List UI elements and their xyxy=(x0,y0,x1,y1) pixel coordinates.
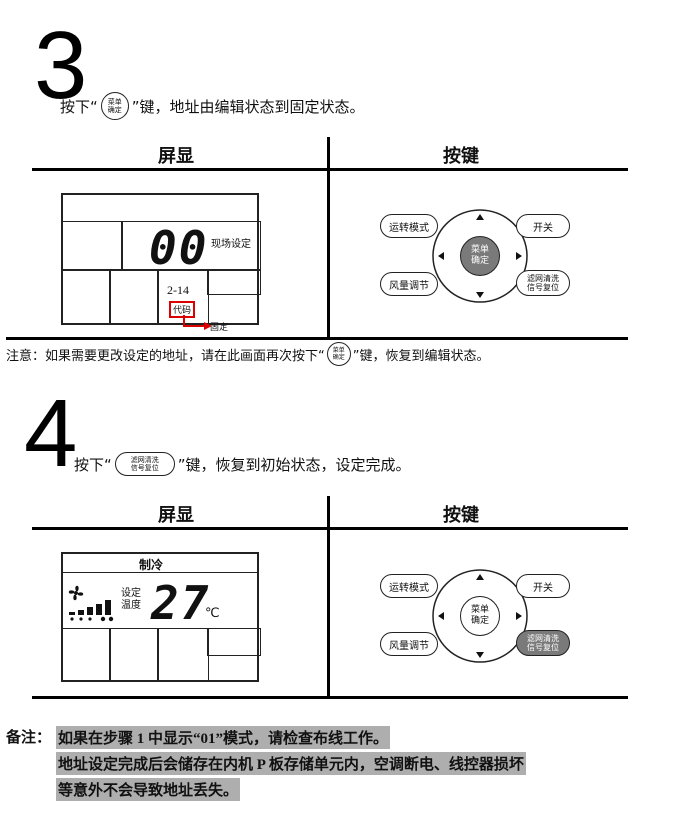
lcd-set-temp-label: 设定 温度 xyxy=(121,588,141,612)
table-divider xyxy=(32,168,628,171)
table-divider xyxy=(327,496,330,699)
lcd-set-line2: 温度 xyxy=(121,600,141,611)
filter-reset-line2: 信号复位 xyxy=(527,643,559,652)
filter-reset-line1: 滤网清洗 xyxy=(527,274,559,283)
arrow-icon xyxy=(183,315,212,330)
lcd-set-line1: 设定 xyxy=(121,588,141,599)
inline-button-line1: 菜单 xyxy=(107,98,122,106)
lcd-cell xyxy=(207,269,261,295)
lcd-code-value: 2-14 xyxy=(167,283,189,297)
menu-line1: 菜单 xyxy=(470,245,489,255)
step-4-display-header: 屏显 xyxy=(158,505,194,526)
filter-reset-line2: 信号复位 xyxy=(527,283,559,292)
lcd-temperature: 27 xyxy=(151,576,211,630)
menu-line2: 确定 xyxy=(470,616,489,626)
step-3-number: 3 xyxy=(34,12,88,119)
inline-button-line2: 信号复位 xyxy=(130,464,159,472)
lcd-cell xyxy=(109,628,159,682)
fan-speed-button[interactable]: 风量调节 xyxy=(380,272,438,296)
lcd-cell xyxy=(109,269,159,325)
menu-line1: 菜单 xyxy=(470,605,489,615)
lcd-field-label: 现场设定 xyxy=(211,239,251,250)
lcd-cell xyxy=(207,628,261,656)
mode-button[interactable]: 运转模式 xyxy=(380,214,438,238)
table-divider xyxy=(6,337,628,340)
fan-speed-button[interactable]: 风量调节 xyxy=(380,632,438,656)
lcd-display-step4: 制冷 设定 温度 27 ℃ xyxy=(61,552,261,682)
lcd-display-step3: 00 现场设定 2-14 代码 xyxy=(61,193,261,325)
fan-icon xyxy=(68,585,84,601)
filter-reset-button[interactable]: 滤网清洗 信号复位 xyxy=(516,270,570,296)
lcd-cell xyxy=(61,269,111,325)
fan-speed-bars-icon xyxy=(69,600,114,622)
step-3-note: 注意：如果需要更改设定的地址，请在此画面再次按下“ 菜单 确定 ”键，恢复到编辑… xyxy=(6,342,490,366)
lcd-code-label: 代码 xyxy=(169,301,196,318)
filter-reset-line1: 滤网清洗 xyxy=(527,634,559,643)
inline-button-line1: 滤网清洗 xyxy=(130,456,159,464)
menu-confirm-button[interactable]: 菜单 确定 xyxy=(460,236,500,276)
mode-button[interactable]: 运转模式 xyxy=(380,574,438,598)
remote-panel-step4: 运转模式 开关 风量调节 滤网清洗 信号复位 菜单 确定 xyxy=(376,560,586,670)
menu-line2: 确定 xyxy=(470,256,489,266)
step-4-instruction-post: ”键，恢复到初始状态，设定完成。 xyxy=(177,455,411,474)
lcd-mode: 制冷 xyxy=(139,558,164,572)
inline-button-line2: 确定 xyxy=(332,354,345,361)
menu-confirm-button-icon: 菜单 确定 xyxy=(100,92,129,120)
step-4-instruction-pre: 按下“ xyxy=(74,455,112,474)
remarks-line-3: 等意外不会导致地址丢失。 xyxy=(56,778,241,801)
table-divider xyxy=(32,527,628,530)
remarks-line-1: 如果在步骤 1 中显示“01”模式，请检查布线工作。 xyxy=(56,726,391,749)
inline-button-line2: 确定 xyxy=(107,106,122,114)
note-post: ”键，恢复到编辑状态。 xyxy=(352,348,490,364)
filter-reset-button[interactable]: 滤网清洗 信号复位 xyxy=(516,630,570,656)
step-4-keys-header: 按键 xyxy=(443,505,479,526)
menu-confirm-button-icon: 菜单 确定 xyxy=(326,342,351,366)
filter-reset-button-icon: 滤网清洗 信号复位 xyxy=(114,452,175,476)
step-3-instruction-post: ”键，地址由编辑状态到固定状态。 xyxy=(131,97,365,116)
remarks-line-2: 地址设定完成后会储存在内机 P 板存储单元内，空调断电、线控器损坏 xyxy=(56,752,526,775)
arrow-label: 固定 xyxy=(210,323,229,333)
inline-button-line1: 菜单 xyxy=(332,347,345,354)
lcd-cell xyxy=(61,628,111,682)
remote-panel-step3: 运转模式 开关 风量调节 滤网清洗 信号复位 菜单 确定 xyxy=(376,200,586,310)
step-4-instruction: 按下“ 滤网清洗 信号复位 ”键，恢复到初始状态，设定完成。 xyxy=(74,452,411,476)
lcd-digits: 00 xyxy=(149,221,209,275)
lcd-cell xyxy=(61,552,257,573)
step-4-number: 4 xyxy=(24,380,78,487)
power-button[interactable]: 开关 xyxy=(516,574,570,598)
lcd-temp-unit: ℃ xyxy=(205,606,220,621)
step-3-display-header: 屏显 xyxy=(158,146,194,167)
remarks-label: 备注： xyxy=(6,730,52,746)
table-divider xyxy=(327,137,330,340)
step-3-keys-header: 按键 xyxy=(443,146,479,167)
table-divider xyxy=(32,696,628,699)
power-button[interactable]: 开关 xyxy=(516,214,570,238)
lcd-cell xyxy=(121,221,261,271)
lcd-cell xyxy=(61,221,123,271)
step-3-instruction-pre: 按下“ xyxy=(60,97,98,116)
menu-confirm-button[interactable]: 菜单 确定 xyxy=(460,596,500,636)
step-3-instruction: 按下“ 菜单 确定 ”键，地址由编辑状态到固定状态。 xyxy=(60,92,365,120)
lcd-cell xyxy=(157,628,209,682)
note-pre: 注意：如果需要更改设定的地址，请在此画面再次按下“ xyxy=(6,348,325,364)
